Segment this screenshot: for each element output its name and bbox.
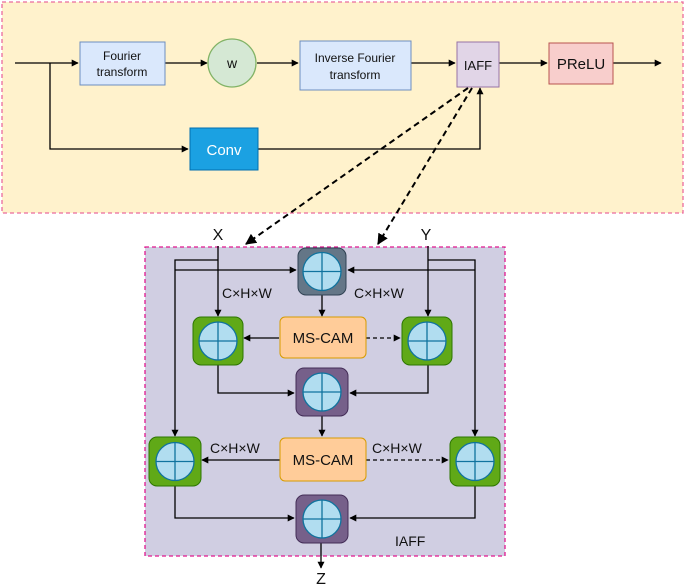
- top-block-background: [1, 1, 684, 214]
- conv-block: Conv: [189, 127, 259, 171]
- dim-label-bottom-right: C×H×W: [372, 440, 423, 456]
- iaff-label: IAFF: [464, 58, 492, 73]
- ms-cam-top-label: MS-CAM: [293, 330, 354, 347]
- fourier-label-line2: transform: [97, 65, 148, 79]
- inverse-label-line1: Inverse Fourier: [315, 51, 396, 65]
- weight-node: w: [207, 38, 257, 88]
- circle-plus-icon: [401, 316, 453, 366]
- iaff-block: IAFF: [456, 41, 500, 88]
- circle-plus-icon: [192, 316, 244, 366]
- iaff-dashed-connectors: [366, 334, 449, 464]
- conv-label: Conv: [206, 142, 242, 159]
- iaff-connectors: [171, 246, 479, 569]
- prelu-block: PReLU: [548, 42, 614, 85]
- circle-plus-icon: [148, 436, 202, 487]
- top-connectors: [15, 59, 662, 153]
- circle-plus-icon: [295, 494, 349, 544]
- inverse-label-line2: transform: [330, 68, 381, 82]
- input-x-label: X: [213, 227, 224, 244]
- output-z-label: Z: [316, 571, 326, 588]
- dim-label-top-right: C×H×W: [354, 285, 405, 301]
- ms-cam-bottom: MS-CAM: [279, 437, 367, 482]
- prelu-label: PReLU: [557, 56, 605, 73]
- fourier-label-line1: Fourier: [103, 49, 141, 63]
- zoom-arrows: [245, 87, 473, 245]
- circle-plus-icon: [449, 436, 501, 487]
- circle-plus-icon: [297, 247, 347, 296]
- weight-label: w: [226, 55, 238, 71]
- inverse-fourier-block: Inverse Fourier transform: [299, 40, 412, 91]
- circle-plus-icon: [295, 367, 349, 417]
- dim-label-bottom-left: C×H×W: [210, 440, 261, 456]
- input-y-label: Y: [421, 227, 432, 244]
- ms-cam-bottom-label: MS-CAM: [293, 452, 354, 469]
- dim-label-top-left: C×H×W: [222, 285, 273, 301]
- fourier-transform-block: Fourier transform: [79, 41, 166, 86]
- iaff-module-label: IAFF: [395, 533, 425, 549]
- ms-cam-top: MS-CAM: [279, 316, 367, 359]
